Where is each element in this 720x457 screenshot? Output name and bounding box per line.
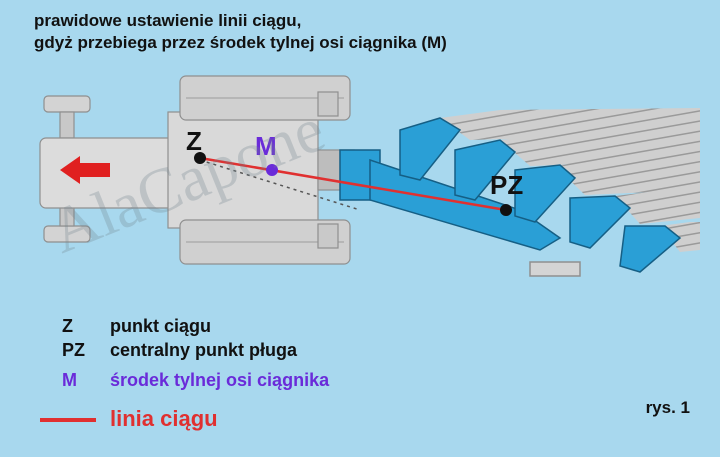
point-pz: [500, 204, 512, 216]
furrow-strip-3: [555, 158, 700, 195]
furrow-strip-1: [440, 108, 700, 140]
label-m: M: [255, 131, 277, 161]
fender-top: [317, 91, 339, 117]
front-wheel-top: [43, 95, 91, 113]
furrow-strips: [440, 108, 700, 252]
plough-body-4: [569, 195, 632, 249]
point-m: [266, 164, 278, 176]
plough: [339, 117, 682, 277]
furrow-strip-4: [615, 190, 700, 224]
draft-line: [199, 156, 507, 212]
direction-arrow-icon: [60, 156, 110, 184]
plough-wheel: [529, 261, 581, 277]
plough-body-5: [619, 225, 682, 273]
label-z: Z: [186, 126, 202, 156]
diagram-title: prawidowe ustawienie linii ciągu, gdyż p…: [34, 10, 447, 54]
plough-beam: [369, 158, 562, 251]
point-z: [194, 152, 206, 164]
plough-body-3: [514, 164, 577, 223]
fender-bottom: [317, 223, 339, 249]
furrow-strip-2: [500, 132, 700, 166]
title-line-2: gdyż przebiega przez środek tylnej osi c…: [34, 33, 447, 52]
figure-label: rys. 1: [645, 398, 690, 417]
front-axle-top: [59, 111, 75, 139]
label-pz: PZ: [490, 170, 523, 200]
title-line-1: prawidowe ustawienie linii ciągu,: [34, 11, 302, 30]
plough-body-2: [454, 139, 517, 201]
plough-body-1: [399, 117, 462, 181]
